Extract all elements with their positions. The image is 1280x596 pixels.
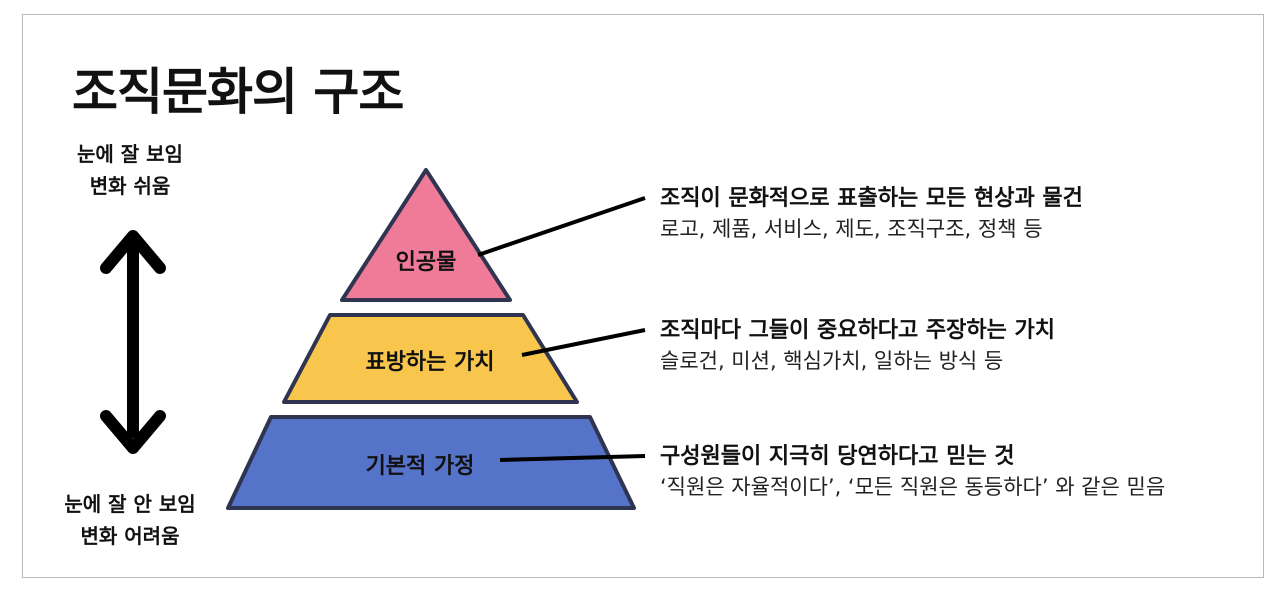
slide-frame	[22, 14, 1264, 578]
tier-artifacts-shape	[340, 168, 512, 302]
tier-espoused-values-shape	[282, 313, 579, 404]
axis-top-line-2: 변화 쉬움	[89, 174, 171, 198]
description-detail: 슬로건, 미션, 핵심가치, 일하는 방식 등	[660, 349, 1004, 373]
description-heading: 조직마다 그들이 중요하다고 주장하는 가치	[660, 318, 1055, 343]
description-detail: ‘직원은 자율적이다’, ‘모든 직원은 동등하다’ 와 같은 믿음	[660, 475, 1166, 499]
axis-bottom-label: 눈에 잘 안 보임 변화 어려움	[40, 488, 220, 552]
tier-basic-assumptions-shape	[226, 415, 636, 510]
description-heading: 구성원들이 지극히 당연하다고 믿는 것	[660, 444, 1015, 469]
description-artifacts: 조직이 문화적으로 표출하는 모든 현상과 물건 로고, 제품, 서비스, 제도…	[660, 184, 1083, 244]
description-detail: 로고, 제품, 서비스, 제도, 조직구조, 정책 등	[660, 217, 1043, 241]
tier-label-basic-assumptions: 기본적 가정	[365, 454, 475, 479]
page-title: 조직문화의 구조	[72, 63, 404, 121]
axis-bottom-line-1: 눈에 잘 안 보임	[64, 492, 196, 516]
connector-line-artifacts	[477, 196, 646, 257]
tier-label-espoused-values: 표방하는 가치	[365, 350, 495, 375]
description-espoused-values: 조직마다 그들이 중요하다고 주장하는 가치 슬로건, 미션, 핵심가치, 일하…	[660, 316, 1055, 376]
double-arrow-icon	[100, 230, 166, 454]
description-basic-assumptions: 구성원들이 지극히 당연하다고 믿는 것 ‘직원은 자율적이다’, ‘모든 직원…	[660, 442, 1165, 502]
description-heading: 조직이 문화적으로 표출하는 모든 현상과 물건	[660, 186, 1083, 211]
connector-line-espoused-values	[521, 328, 646, 357]
axis-bottom-line-2: 변화 어려움	[80, 524, 180, 548]
axis-top-line-1: 눈에 잘 보임	[77, 142, 183, 166]
tier-label-artifacts: 인공물	[395, 250, 457, 275]
connector-line-basic-assumptions	[499, 454, 646, 462]
axis-top-label: 눈에 잘 보임 변화 쉬움	[40, 138, 220, 202]
